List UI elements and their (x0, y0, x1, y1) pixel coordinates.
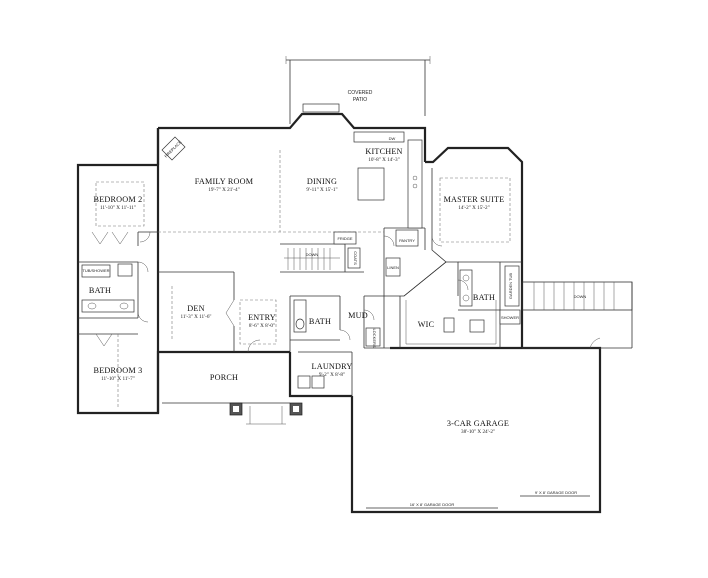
shower (499, 309, 521, 325)
exterior-walls (76, 112, 602, 514)
coats-closet (347, 247, 361, 269)
kitchen-dims: 10'-8" X 14'-3" (368, 157, 399, 163)
tub-shower (81, 264, 111, 278)
mud-name: MUD (348, 311, 368, 320)
fixtures: FIREPLACE DW PANTRY FRIDGE DOWN COATS (81, 131, 521, 425)
entry-dims: 8'-6" X 8'-0" (249, 323, 275, 329)
wic-name: WIC (418, 320, 435, 329)
bedroom2-name: BEDROOM 2 (94, 195, 143, 204)
fridge (333, 231, 357, 245)
master-bath-name: BATH (473, 293, 495, 302)
dining-name: DINING (307, 177, 337, 186)
mud-bath-name: BATH (309, 317, 331, 326)
bedroom3-name: BEDROOM 3 (94, 366, 143, 375)
exterior-stairs: DOWN (521, 281, 633, 349)
garage-door-16-label: 16' X 8' GARAGE DOOR (410, 502, 455, 507)
lockers-label: LOCKERS (372, 328, 377, 347)
doors (91, 231, 601, 353)
shower-label: SHOWER (501, 315, 519, 320)
washer (297, 375, 311, 389)
garage-door-9-label: 9' X 8' GARAGE DOOR (535, 490, 577, 495)
room-labels: FAMILY ROOM 19'-7" X 21'-4" DINING 9'-11… (89, 147, 509, 435)
hall-bath-name: BATH (89, 286, 111, 295)
den-name: DEN (187, 304, 204, 313)
stairs-down-label: DOWN (306, 252, 319, 257)
interior-stairs (284, 248, 340, 270)
covered-patio-label-2: PATIO (353, 97, 367, 103)
dryer (311, 375, 325, 389)
linen-label: LINEN (387, 265, 399, 270)
bath-vanity (81, 299, 135, 313)
fireplace-icon (161, 136, 186, 161)
kitchen-name: KITCHEN (365, 147, 402, 156)
mud-bath-toilet (295, 318, 305, 330)
dining-dims: 9'-11" X 15'-1" (306, 187, 337, 193)
master-vanity (459, 269, 473, 307)
fridge-label: FRIDGE (337, 236, 352, 241)
bedroom2-dims: 11'-10" X 11'-11" (100, 205, 136, 211)
pantry-label: PANTRY (399, 238, 415, 243)
covered-patio: COVERED PATIO (285, 56, 431, 124)
dashed-lines (95, 150, 511, 408)
garage-doors: 16' X 8' GARAGE DOOR 9' X 8' GARAGE DOOR (366, 490, 590, 509)
dishwasher-label: DW (389, 136, 396, 141)
family-room-dims: 19'-7" X 21'-4" (208, 187, 239, 193)
kitchen-island (357, 167, 385, 201)
garage-name: 3-CAR GARAGE (447, 419, 509, 428)
entry-name: ENTRY (248, 313, 276, 322)
garden-tub (504, 265, 520, 307)
linen-closet (385, 257, 401, 277)
kitchen-counter-top (353, 131, 405, 143)
master-suite-name: MASTER SUITE (444, 195, 505, 204)
pantry (395, 229, 419, 247)
laundry-name: LAUNDRY (312, 362, 353, 371)
laundry-dims: 9'-2" X 8'-8" (319, 372, 345, 378)
bedroom3-dims: 11'-10" X 11'-7" (101, 376, 135, 382)
tub-shower-label: TUB/SHOWER (82, 268, 109, 273)
garage-dims: 38'-10" X 24'-2" (461, 429, 495, 435)
garden-tub-label: GARDEN TUB (508, 273, 513, 299)
master-suite-dims: 14'-2" X 15'-2" (458, 205, 489, 211)
master-toilet (469, 319, 485, 333)
exterior-stairs-down-label: DOWN (574, 294, 587, 299)
patio-step (302, 103, 340, 113)
coats-label: COATS (353, 251, 358, 265)
wic-safe (443, 317, 455, 333)
covered-patio-label-1: COVERED (348, 90, 373, 96)
porch-name: PORCH (210, 373, 238, 382)
den-dims: 11'-3" X 11'-6" (180, 314, 211, 320)
interior-walls (78, 168, 522, 396)
family-room-name: FAMILY ROOM (195, 177, 254, 186)
toilet (117, 263, 133, 277)
lockers (365, 327, 381, 347)
